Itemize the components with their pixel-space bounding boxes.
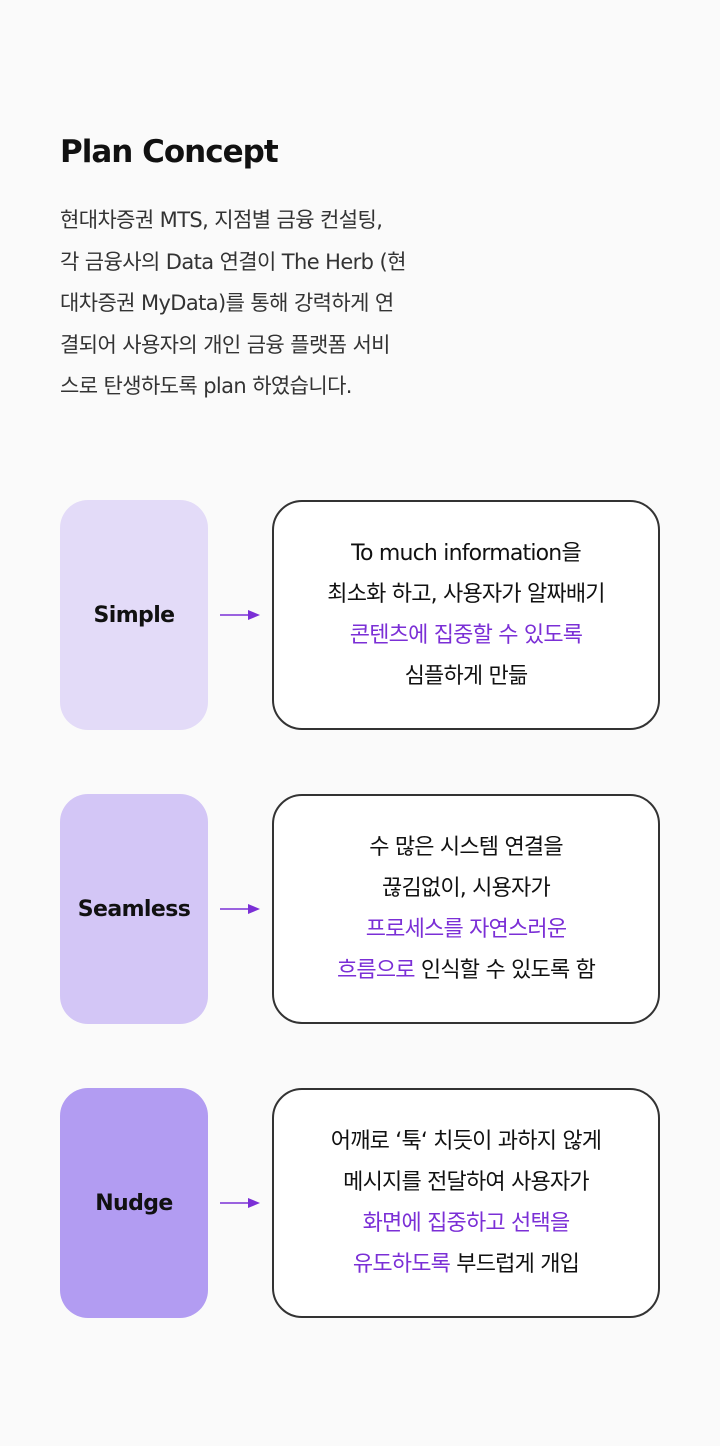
card-text: 수 많은 시스템 연결을: [369, 835, 563, 860]
card-text: To much information을: [351, 541, 582, 566]
concept-label-nudge: Nudge: [60, 1088, 208, 1318]
description-line: 현대차증권 MTS, 지점별 금융 컨설팅,: [60, 208, 383, 232]
card-line: 심플하게 만듦: [404, 656, 529, 697]
card-text: 끊김없이, 시용자가: [382, 876, 551, 901]
card-text: 메시지를 전달하여 사용자가: [343, 1170, 589, 1195]
arrow-right-icon: [220, 904, 260, 914]
card-line: 화면에 집중하고 선택을: [362, 1203, 571, 1244]
card-line: 최소화 하고, 사용자가 알짜배기: [327, 574, 605, 615]
highlighted-text: 프로세스를 자연스러운: [365, 917, 567, 942]
concept-label-seamless: Seamless: [60, 794, 208, 1024]
page-title: Plan Concept: [60, 134, 279, 170]
card-line: 어깨로 ‘툭‘ 치듯이 과하지 않게: [330, 1121, 602, 1162]
card-text: 인식할 수 있도록 함: [414, 958, 596, 983]
card-line: 흐름으로 인식할 수 있도록 함: [336, 950, 596, 991]
card-line: 메시지를 전달하여 사용자가: [343, 1162, 589, 1203]
card-line: To much information을: [351, 533, 582, 574]
highlighted-text: 유도하도록: [352, 1252, 451, 1277]
arrow-right-icon: [220, 610, 260, 620]
description: 현대차증권 MTS, 지점별 금융 컨설팅, 각 금융사의 Data 연결이 T…: [60, 200, 500, 408]
description-line: 결되어 사용자의 개인 금융 플랫폼 서비: [60, 332, 391, 357]
card-line: 프로세스를 자연스러운: [366, 909, 567, 950]
highlighted-text: 콘텐츠에 집중할 수 있도록: [349, 623, 583, 648]
highlighted-text: 흐름으로: [336, 958, 416, 983]
card-line: 유도하도록 부드럽게 개입: [352, 1244, 580, 1285]
card-line: 수 많은 시스템 연결을: [369, 827, 563, 868]
description-line: 스로 탄생하도록 plan 하였습니다.: [60, 374, 352, 398]
card-text: 심플하게 만듦: [404, 664, 529, 689]
card-line: 콘텐츠에 집중할 수 있도록: [349, 615, 583, 656]
arrow-right-icon: [220, 1198, 260, 1208]
card-text: 최소화 하고, 사용자가 알짜배기: [327, 582, 605, 607]
card-text: 부드럽게 개입: [450, 1252, 580, 1277]
highlighted-text: 화면에 집중하고 선택을: [362, 1211, 571, 1236]
concept-label-simple: Simple: [60, 500, 208, 730]
description-line: 대차증권 MyData)를 통해 강력하게 연: [60, 291, 394, 315]
card-line: 끊김없이, 시용자가: [382, 868, 551, 909]
card-text: 어깨로 ‘툭‘ 치듯이 과하지 않게: [330, 1129, 602, 1154]
description-line: 각 금융사의 Data 연결이 The Herb (현: [60, 249, 406, 274]
